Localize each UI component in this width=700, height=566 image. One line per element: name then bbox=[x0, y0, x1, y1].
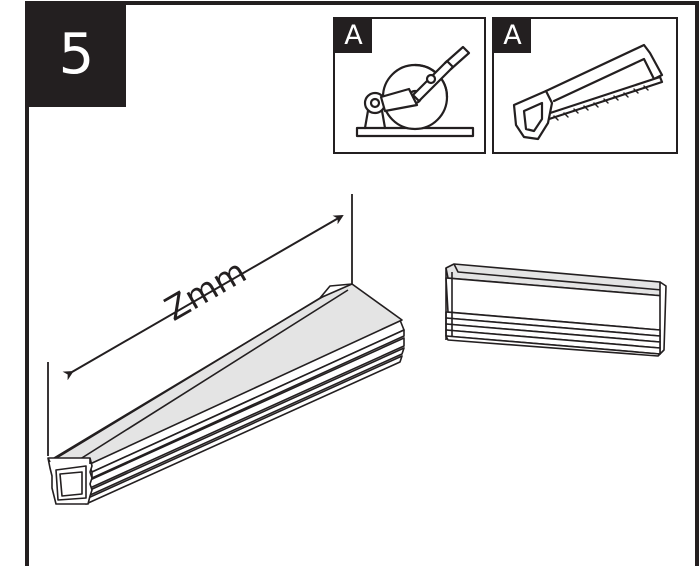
aluminium-profile-cut-piece bbox=[445, 263, 667, 357]
step-number-badge: 5 bbox=[27, 3, 126, 107]
length-dimension-arrow bbox=[62, 214, 344, 381]
length-dimension-label: Zmm bbox=[158, 251, 253, 328]
cut-off-saw-icon bbox=[355, 45, 475, 138]
tool-tag: A bbox=[335, 19, 372, 53]
tool-option-cut-off-saw: A bbox=[333, 17, 486, 154]
hacksaw-icon bbox=[512, 43, 664, 141]
aluminium-profile-long bbox=[47, 283, 405, 505]
step-number: 5 bbox=[58, 22, 95, 87]
tool-tag: A bbox=[494, 19, 531, 53]
tool-option-hacksaw: A bbox=[492, 17, 678, 154]
